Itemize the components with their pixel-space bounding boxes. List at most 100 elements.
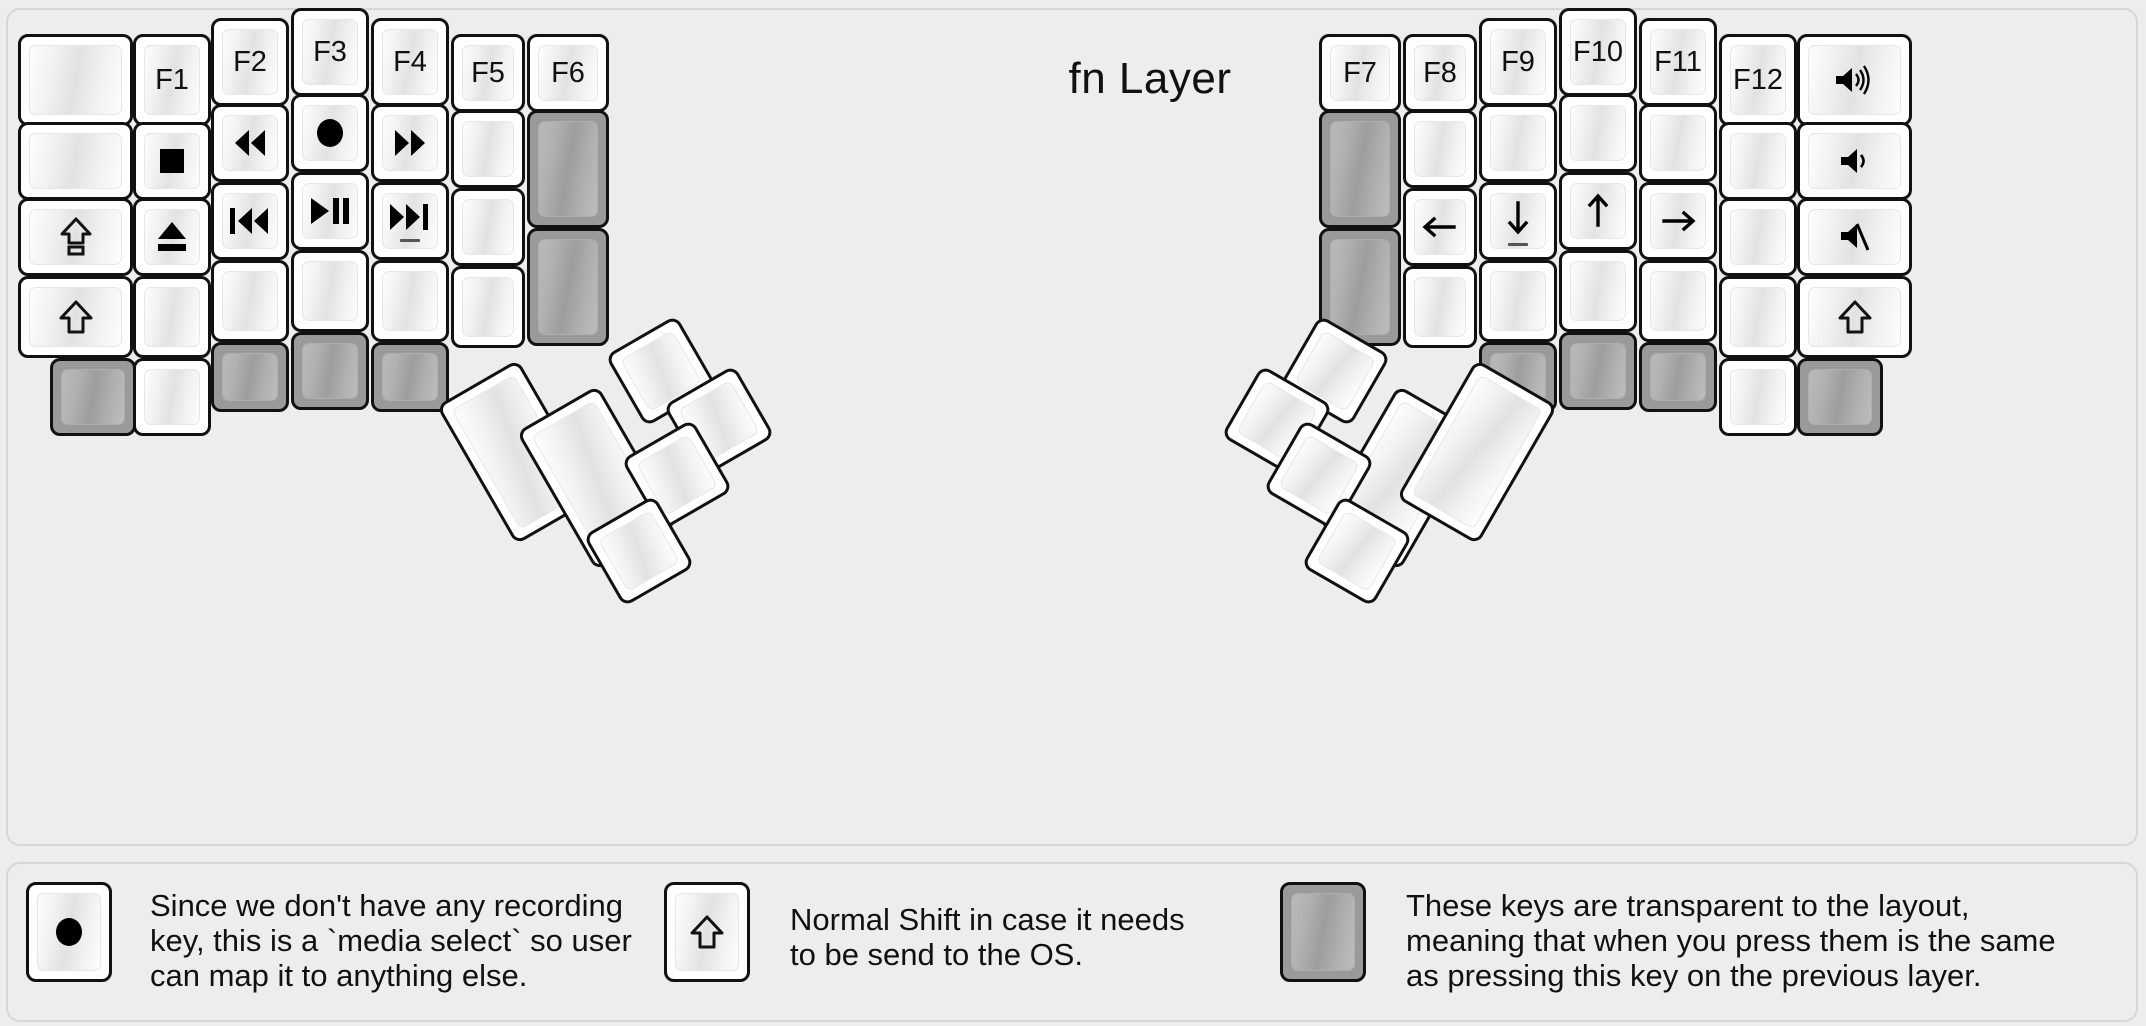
rewind-icon [229,127,271,159]
keycap-surface [382,353,438,401]
key-R-c4-r3[interactable] [1559,172,1637,250]
keycap-surface [144,287,200,347]
keycap-surface [222,353,278,401]
keycap-surface [144,133,200,189]
key-R-c2-r4[interactable] [1403,266,1477,348]
key-R-c3-r2[interactable] [1479,104,1557,182]
key-L-c4-r4[interactable] [291,250,369,332]
key-L-c4-r5[interactable] [291,332,369,410]
keycap-surface [1570,183,1626,239]
key-R-c6-r5[interactable] [1719,358,1797,436]
key-L-c4-r2[interactable] [291,94,369,172]
key-L-c2-r1[interactable]: F1 [133,34,211,126]
keycap-surface [1650,271,1706,331]
key-L-c5-r2[interactable] [371,104,449,182]
key-R-c7-r1[interactable] [1797,34,1912,126]
key-R-c6-r1[interactable]: F12 [1719,34,1797,126]
keycap-surface [1808,369,1872,425]
eject-icon [153,218,191,256]
key-L-c3-r2[interactable] [211,104,289,182]
key-L-c7-r1[interactable]: F6 [527,34,609,112]
key-L-c3-r5[interactable] [211,342,289,412]
key-L-c3-r1[interactable]: F2 [211,18,289,106]
keycap-surface [1808,209,1901,265]
key-L-c2-r2[interactable] [133,122,211,200]
key-R-c5-r4[interactable] [1639,260,1717,342]
key-L-c4-r1[interactable]: F3 [291,8,369,96]
keycap-surface: F1 [144,45,200,115]
key-L-c2-r5[interactable] [133,358,211,436]
key-L-c3-r4[interactable] [211,260,289,342]
key-R-c4-r5[interactable] [1559,332,1637,410]
keycap-surface [382,115,438,171]
key-R-c3-r3[interactable] [1479,182,1557,260]
key-L-c2-r3[interactable] [133,198,211,276]
key-R-c7-r4[interactable] [1797,276,1912,358]
keycap-surface [1490,271,1546,331]
key-R-c6-r3[interactable] [1719,198,1797,276]
keycap-surface [1808,45,1901,115]
key-L-c5-r3[interactable] [371,182,449,260]
key-L-c1-r4[interactable] [18,276,133,358]
key-R-c3-r4[interactable] [1479,260,1557,342]
arrow-right-icon [1658,205,1698,237]
fast-forward-icon [389,127,431,159]
key-R-c7-r5[interactable] [1797,358,1883,436]
key-L-c5-r1[interactable]: F4 [371,18,449,106]
key-R-c2-r3[interactable] [1403,188,1477,266]
legend-key-record-key [26,882,112,982]
volume-up-icon [1833,64,1877,96]
keycap-surface [302,261,358,321]
key-L-c5-r4[interactable] [371,260,449,342]
key-L-c6-r3[interactable] [451,188,525,266]
key-R-c5-r5[interactable] [1639,342,1717,412]
key-R-c1-r1[interactable]: F7 [1319,34,1401,112]
key-L-c6-r4[interactable] [451,266,525,348]
key-R-c4-r4[interactable] [1559,250,1637,332]
keycap-surface [29,133,122,189]
key-R-c7-r2[interactable] [1797,122,1912,200]
key-L-c1-r3[interactable] [18,198,133,276]
key-R-c6-r4[interactable] [1719,276,1797,358]
key-L-c7-r3[interactable] [527,228,609,346]
key-R-c2-r2[interactable] [1403,110,1477,188]
keycap-surface [144,369,200,425]
key-label: F12 [1733,63,1783,96]
shift-arrow-icon [1836,298,1874,336]
key-L-c6-r2[interactable] [451,110,525,188]
key-R-c7-r3[interactable] [1797,198,1912,276]
key-L-c1-r5[interactable] [50,358,136,436]
keycap-surface [382,271,438,331]
key-L-c4-r3[interactable] [291,172,369,250]
key-label: F4 [393,45,427,78]
arrow-down-icon [1502,197,1534,237]
key-L-c1-r2[interactable] [18,122,133,200]
key-R-c2-r1[interactable]: F8 [1403,34,1477,112]
key-label: F8 [1423,56,1457,89]
key-R-c5-r3[interactable] [1639,182,1717,260]
key-R-c5-r1[interactable]: F11 [1639,18,1717,106]
key-R-c6-r2[interactable] [1719,122,1797,200]
key-R-c3-r1[interactable]: F9 [1479,18,1557,106]
key-R-c1-r2[interactable] [1319,110,1401,228]
key-label: F6 [551,56,585,89]
key-L-c5-r5[interactable] [371,342,449,412]
key-L-c6-r1[interactable]: F5 [451,34,525,112]
key-L-c7-r2[interactable] [527,110,609,228]
keycap-surface [1414,121,1466,177]
key-R-c4-r1[interactable]: F10 [1559,8,1637,96]
record-circle-icon [49,912,89,952]
keycap-surface [61,369,125,425]
key-R-c4-r2[interactable] [1559,94,1637,172]
key-L-c3-r3[interactable] [211,182,289,260]
keycap-surface [29,287,122,347]
key-L-c2-r4[interactable] [133,276,211,358]
key-L-c1-r1[interactable] [18,34,133,126]
legend-panel [6,862,2138,1022]
volume-mute-icon [1838,220,1872,254]
key-label: F1 [155,63,189,96]
legend-text-shift-key: Normal Shift in case it needs to be send… [790,902,1185,973]
keycap-surface: F4 [382,29,438,95]
key-R-c5-r2[interactable] [1639,104,1717,182]
keycap-surface [29,45,122,115]
